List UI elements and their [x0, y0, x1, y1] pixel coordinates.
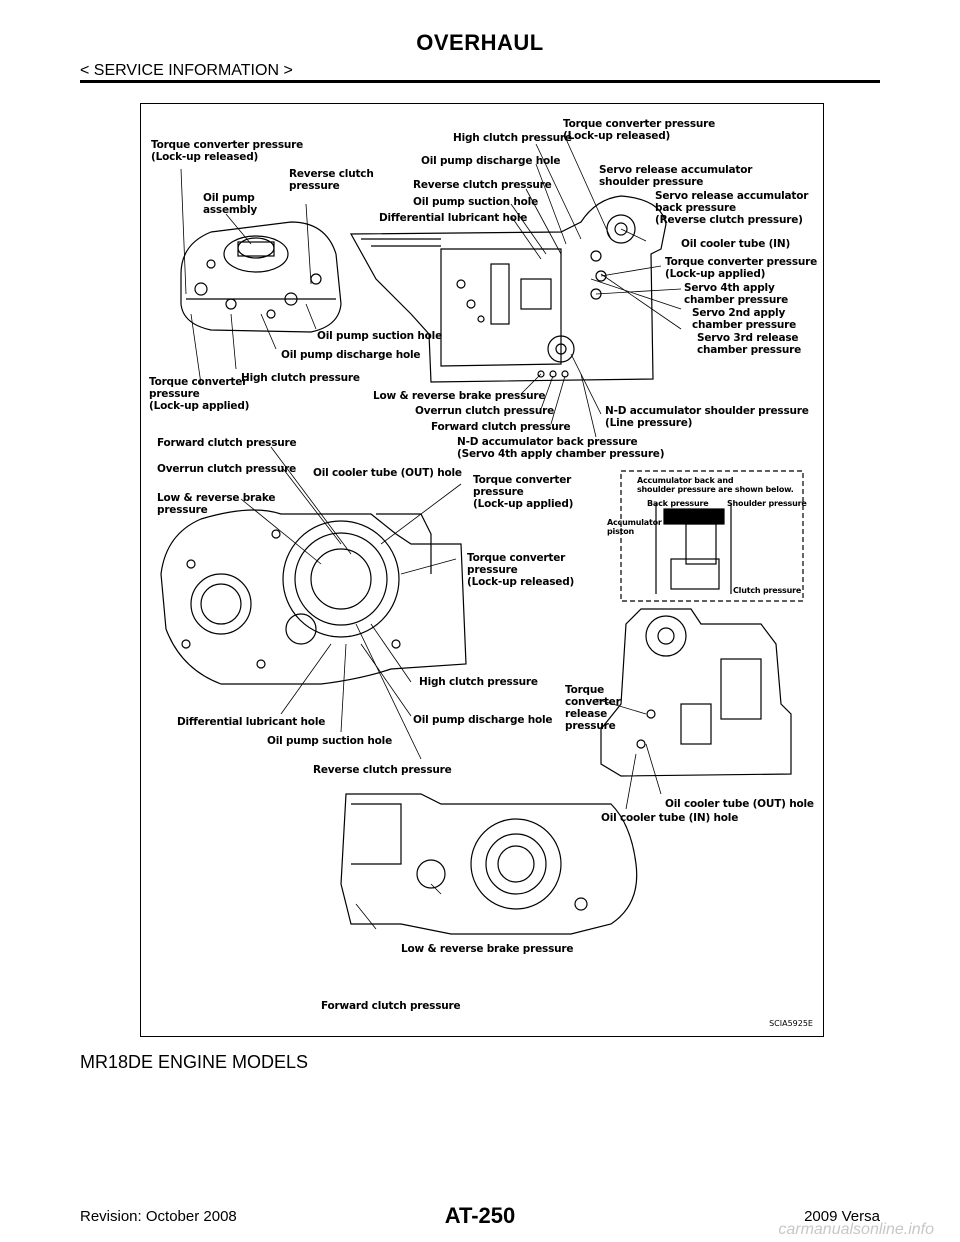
- label-torque-converter-applied-top: Torque converter pressure(Lock-up applie…: [665, 256, 818, 280]
- label-oil-cooler-out-right: Oil cooler tube (OUT) hole: [665, 798, 814, 810]
- section-label: < SERVICE INFORMATION >: [80, 62, 293, 79]
- diagram-drawing: [160, 138, 804, 935]
- label-shoulder-pressure: Shoulder pressure: [727, 499, 807, 508]
- label-oil-pump-suction-mid: Oil pump suction hole: [267, 735, 393, 747]
- figure-code: SCIA5925E: [769, 1019, 813, 1028]
- label-overrun-mid: Overrun clutch pressure: [157, 463, 297, 475]
- label-oil-pump-suction: Oil pump suction hole: [413, 196, 539, 208]
- label-differential-lubricant: Differential lubricant hole: [379, 212, 528, 224]
- figure-caption: MR18DE ENGINE MODELS: [80, 1052, 309, 1072]
- accumulator-inset-drawing: [620, 470, 804, 602]
- oil-pump-assembly-drawing: [180, 221, 342, 333]
- label-low-reverse-bottom: Low & reverse brake pressure: [401, 943, 574, 955]
- case-middle-drawing: [160, 509, 467, 685]
- label-high-clutch-mid: High clutch pressure: [419, 676, 538, 688]
- page-number: AT-250: [444, 1203, 516, 1228]
- label-oil-pump-discharge-left: Oil pump discharge hole: [281, 349, 421, 361]
- transaxle-diagram: Torque converter pressure(Lock-up releas…: [140, 103, 824, 1037]
- label-oil-cooler-in-right: Oil cooler tube (IN) hole: [601, 812, 739, 824]
- label-low-reverse-top: Low & reverse brake pressure: [373, 390, 546, 402]
- case-bottom-drawing: [340, 793, 638, 935]
- leader-lines: [180, 138, 682, 930]
- label-clutch-pressure: Clutch pressure: [733, 586, 802, 595]
- label-reverse-clutch-mid: Reverse clutch pressure: [313, 764, 452, 776]
- vehicle-model: 2009 Versa: [804, 1208, 880, 1225]
- label-oil-cooler-in: Oil cooler tube (IN): [681, 238, 791, 250]
- label-differential-lubricant-mid: Differential lubricant hole: [177, 716, 326, 728]
- label-torque-converter-released-top: Torque converter pressure(Lock-up releas…: [563, 118, 716, 142]
- case-right-drawing: [600, 608, 792, 777]
- label-torque-converter-released: Torque converter pressure(Lock-up releas…: [151, 139, 304, 163]
- label-back-pressure: Back pressure: [647, 499, 709, 508]
- label-oil-cooler-out-mid: Oil cooler tube (OUT) hole: [313, 467, 462, 479]
- label-forward-mid: Forward clutch pressure: [157, 437, 297, 449]
- label-forward-bottom: Forward clutch pressure: [321, 1000, 461, 1012]
- label-oil-pump-discharge-mid: Oil pump discharge hole: [413, 714, 553, 726]
- page-title: OVERHAUL: [416, 30, 544, 55]
- label-high-clutch-left: High clutch pressure: [241, 372, 360, 384]
- label-oil-pump-suction-left: Oil pump suction hole: [317, 330, 443, 342]
- label-reverse-clutch-top: Reverse clutch pressure: [413, 179, 552, 191]
- label-high-clutch-pressure: High clutch pressure: [453, 132, 572, 144]
- label-oil-pump-discharge: Oil pump discharge hole: [421, 155, 561, 167]
- revision-date: Revision: October 2008: [80, 1208, 237, 1225]
- label-nd-shoulder: N-D accumulator shoulder pressure(Line p…: [605, 405, 809, 429]
- label-forward-top: Forward clutch pressure: [431, 421, 571, 433]
- watermark: carmanualsonline.info: [778, 1221, 934, 1238]
- label-overrun-top: Overrun clutch pressure: [415, 405, 555, 417]
- label-nd-back: N-D accumulator back pressure(Servo 4th …: [457, 436, 665, 460]
- header-divider: [80, 80, 880, 83]
